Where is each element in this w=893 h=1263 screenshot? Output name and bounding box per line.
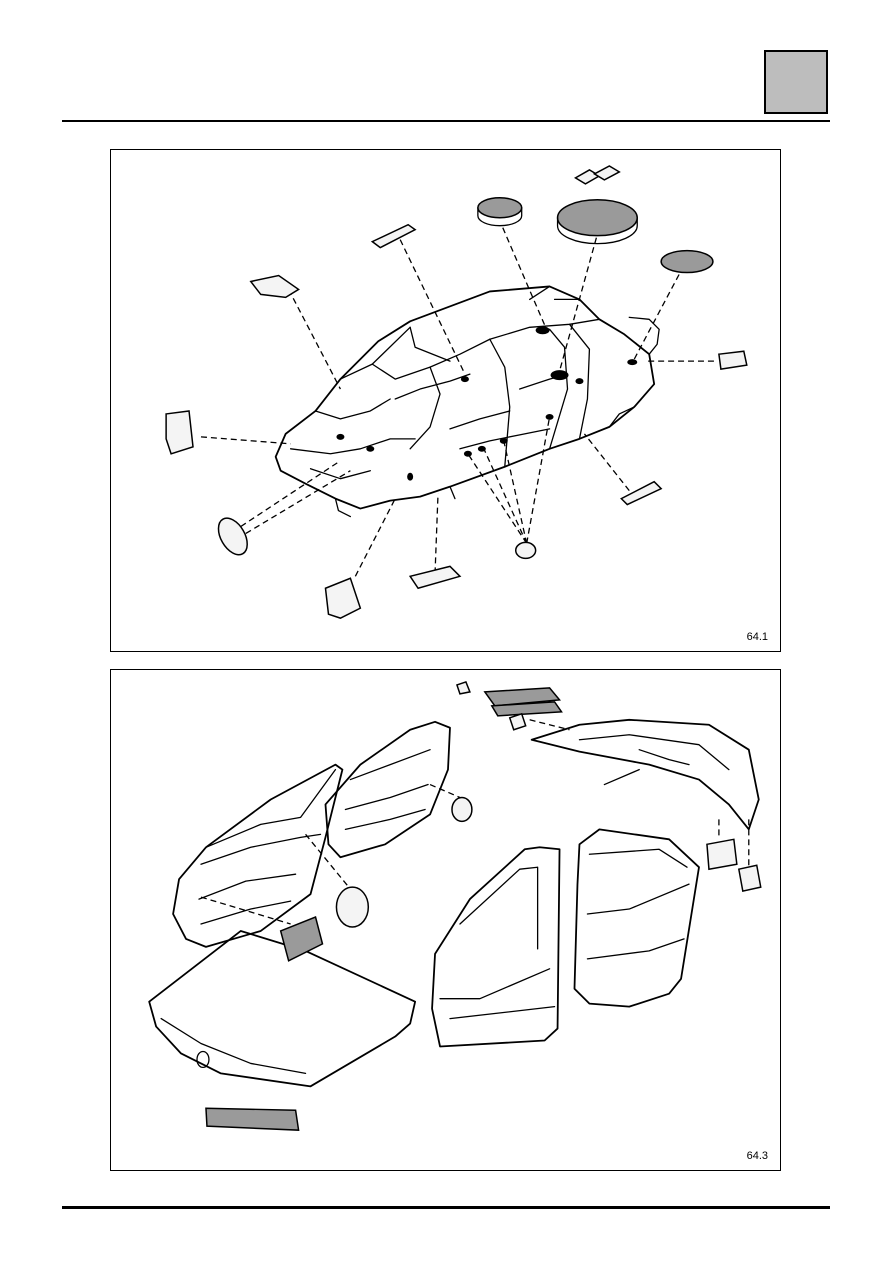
footer-rule xyxy=(62,1206,830,1209)
header-rule xyxy=(62,120,830,122)
bonnet-panel xyxy=(148,930,417,1088)
front-door-outer xyxy=(431,846,561,1048)
figure-opening-panels-plugs: 64.3 xyxy=(110,669,781,1171)
loose-parts xyxy=(205,681,762,1131)
figure-body-shell-plugs: 64.1 xyxy=(110,149,781,652)
front-door-inner xyxy=(172,763,344,948)
loose-plugs xyxy=(165,165,748,619)
body-shell-illustration xyxy=(165,165,748,619)
rear-door-inner xyxy=(324,720,451,859)
figure-number-label: 64.1 xyxy=(746,631,768,643)
plug-positions xyxy=(336,326,638,481)
car-body-shell xyxy=(274,285,660,518)
section-tab-box xyxy=(764,50,828,114)
boot-lid xyxy=(530,718,760,831)
opening-panels-illustration xyxy=(148,681,762,1131)
rear-door-outer xyxy=(573,828,700,1008)
leader-lines xyxy=(200,719,750,925)
leader-lines xyxy=(200,227,714,577)
figure-number-label: 64.3 xyxy=(746,1150,768,1162)
